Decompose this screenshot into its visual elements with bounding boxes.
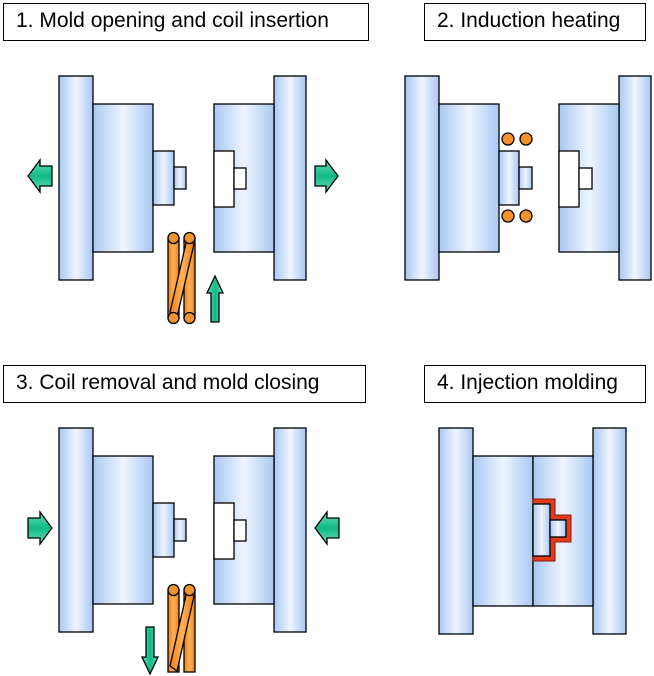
arrow-icon [314,510,340,546]
step-2-caption: 2. Induction heating [424,3,646,41]
step-4-diagram [438,427,627,635]
movable-mold-half [58,75,187,281]
arrow-icon [314,158,339,194]
step-3-caption: 3. Coil removal and mold closing [3,365,366,403]
step-2-diagram [404,75,652,281]
coil-cross-section-icon [501,132,533,223]
fixed-mold-half [213,427,307,633]
step-4-caption: 4. Injection molding [424,365,646,403]
fixed-mold-half [213,75,307,281]
mold-core [532,503,567,557]
fixed-mold-half [558,75,652,281]
movable-mold-half [404,75,533,281]
coil-icon [167,583,196,673]
coil-icon [167,231,196,325]
arrow-icon [27,510,53,546]
arrow-icon [205,274,225,323]
step-1-diagram [27,75,339,325]
arrow-icon [140,626,160,676]
arrow-icon [27,158,53,194]
movable-mold-half [58,427,187,633]
step-1-caption: 1. Mold opening and coil insertion [3,3,369,41]
step-3-diagram [27,427,340,676]
movable-mold-half [438,427,534,635]
